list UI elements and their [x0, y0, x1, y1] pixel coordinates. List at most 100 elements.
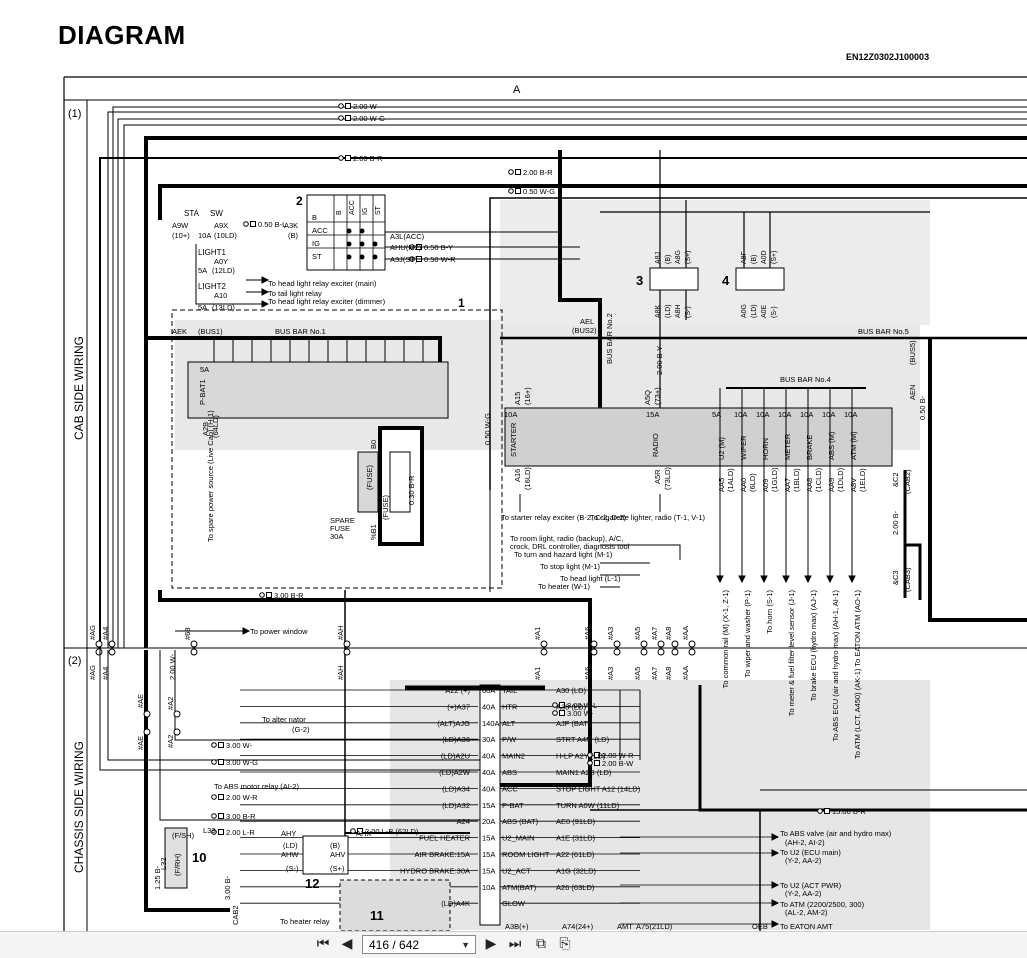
label: (FUSE) — [365, 465, 374, 491]
connector-label: #A6 — [583, 667, 592, 680]
switch-position-label: ACC — [312, 226, 328, 235]
bus4-fuse-amp: 10A — [822, 410, 835, 419]
terminal — [587, 760, 593, 766]
terminal-label: A74(24+) — [562, 922, 594, 931]
switch-column-label: IG — [362, 208, 369, 215]
terminal — [190, 648, 198, 656]
fuse-row-amp: 10A — [482, 883, 495, 892]
fuse-row-name: ABS — [502, 768, 517, 777]
arrow-icon — [771, 833, 780, 841]
fuse-row-left: (ALT)AJG — [437, 719, 470, 728]
fuse-row-amp: 15A — [482, 850, 495, 859]
connector-label: #AH — [336, 665, 345, 680]
fuse-row-amp: 15A — [482, 834, 495, 843]
wire — [489, 197, 1027, 490]
arrow-icon — [826, 575, 834, 584]
fuse-row-name: GLOW — [502, 899, 526, 908]
bus4-fuse-amp: 10A — [778, 410, 791, 419]
fuse-row-left: (LD)A2U — [441, 752, 470, 761]
label: AEK — [172, 327, 187, 336]
prev-page-icon[interactable]: ◀ — [341, 935, 353, 951]
next-page-icon[interactable]: ▶ — [485, 935, 497, 951]
fuse-row-amp: 40A — [482, 784, 495, 793]
fuse-row-left: (LD)A36 — [442, 735, 470, 744]
connector-pin — [218, 829, 224, 835]
page-number-select[interactable]: 416 / 642 ▼ — [362, 935, 476, 954]
terminal — [508, 188, 514, 194]
label: 1.25 B- — [153, 865, 162, 890]
label: P-BAT1 — [198, 379, 207, 405]
first-page-icon[interactable]: ⏮ — [316, 935, 330, 951]
relay-4 — [735, 267, 785, 291]
wire — [500, 690, 592, 787]
relay-pin-label: (S+) — [685, 251, 692, 264]
component-number: 10 — [192, 850, 206, 865]
terminal — [343, 640, 351, 648]
bus4-target-note: To common rail (M) (X-1, Z-1) — [721, 589, 730, 688]
connector-label: #A1 — [533, 667, 542, 680]
document-code: EN12Z0302J100003 — [846, 52, 930, 62]
label: AHU(M2) — [390, 243, 422, 252]
wire — [112, 106, 1027, 648]
connector-label: #A5 — [633, 627, 642, 640]
column-label: A — [513, 84, 521, 96]
bus4-fuse-name: U2 (M) — [717, 437, 726, 460]
relay-pin-label: A8K — [655, 304, 662, 318]
terminal — [640, 640, 648, 648]
terminal — [190, 640, 198, 648]
last-page-icon[interactable]: ⏭ — [508, 935, 522, 951]
switch-contact — [372, 241, 378, 247]
fuse-row-name: ALT — [502, 719, 516, 728]
label: (16+) — [523, 387, 532, 405]
fuse-row-name: U2_MAIN — [502, 834, 535, 843]
ignition-switch — [306, 194, 386, 271]
switch-contact — [346, 241, 352, 247]
routing-note: crock, DRL controller, diagnosis tool — [510, 542, 630, 551]
label: (F/RH) — [173, 853, 182, 876]
fuse-row-name: TAIL — [502, 686, 517, 695]
bus4-fuse-name: BRAKE — [805, 435, 814, 460]
label: (F/SH) — [172, 831, 195, 840]
arrow-icon — [804, 575, 812, 584]
terminal — [95, 640, 103, 648]
label: (13LD) — [212, 303, 235, 312]
switch-column-label: B — [336, 210, 343, 215]
label: A15 — [513, 392, 522, 405]
page-number-value: 416 / 642 — [369, 938, 420, 952]
label: 2.00 W- — [168, 653, 177, 680]
bus4-fuse-wire: AA0 — [739, 478, 748, 492]
fuse-row-name: ROOM LIGHT — [502, 850, 550, 859]
label: A9X — [214, 221, 228, 230]
terminal — [540, 648, 548, 656]
label: (64LD) — [211, 415, 220, 438]
relay-12 — [302, 835, 349, 875]
arrow-icon — [771, 881, 780, 889]
label: #AE — [136, 736, 145, 750]
bus4-fuse-name: HORN — [761, 438, 770, 460]
row-label: (1) — [68, 108, 81, 120]
terminal — [211, 759, 217, 765]
dashed-region — [339, 879, 451, 931]
connector-label: #AA — [681, 626, 690, 640]
label: B0 — [369, 440, 378, 449]
arrow-icon — [261, 288, 270, 296]
copy-page-icon[interactable]: ⎘ — [559, 935, 571, 951]
wire — [158, 184, 1027, 220]
label: (BUS1) — [198, 327, 223, 336]
label: LIGHT2 — [198, 282, 227, 291]
bus4-fuse-wire: AA9 — [827, 478, 836, 492]
connector-pin — [266, 592, 272, 598]
rotate-icon[interactable]: ⧉ — [536, 935, 546, 951]
label: (73LD) — [663, 467, 672, 490]
label: %B1 — [369, 524, 378, 540]
label: AEL — [580, 317, 594, 326]
chassis-target-note: To EATON AMT — [780, 922, 833, 931]
connector-pin — [515, 188, 521, 194]
terminal — [657, 648, 665, 656]
fuse-block — [504, 407, 893, 467]
label: To head light relay exciter (main) — [268, 279, 377, 288]
terminal — [613, 640, 621, 648]
label: 5A — [198, 303, 207, 312]
bus4-target-note: To ABS ECU (air and hydro max) (AH-1, AI… — [831, 590, 840, 742]
